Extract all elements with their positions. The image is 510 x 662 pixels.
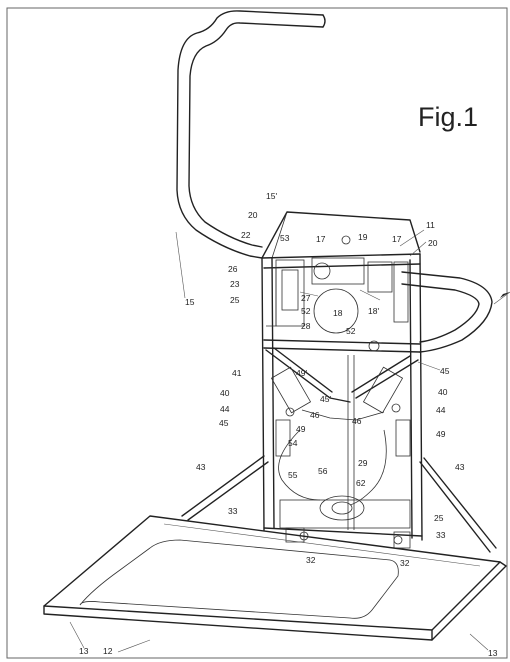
label-26: 26 [228, 264, 238, 274]
label-15: 15 [185, 297, 195, 307]
label-49-right: 49 [436, 429, 446, 439]
support-struts [181, 455, 497, 553]
label-49-prime: 49' [296, 368, 307, 378]
label-18: 18 [333, 308, 343, 318]
label-22: 22 [241, 230, 251, 240]
label-49-mid: 49 [296, 424, 306, 434]
linkage [265, 347, 419, 457]
label-52-top: 52 [301, 306, 311, 316]
label-27: 27 [301, 293, 311, 303]
label-25-top: 25 [230, 295, 240, 305]
label-12: 12 [103, 646, 113, 656]
label-45-right: 45 [440, 366, 450, 376]
label-32-left: 32 [306, 555, 316, 565]
label-17-left: 17 [316, 234, 326, 244]
label-53: 53 [280, 233, 290, 243]
label-45-left: 45 [219, 418, 229, 428]
label-32-right: 32 [400, 558, 410, 568]
label-44-right: 44 [436, 405, 446, 415]
label-54: 54 [288, 438, 298, 448]
upper-mechanism [266, 235, 409, 352]
label-41: 41 [232, 368, 242, 378]
label-19: 19 [358, 232, 368, 242]
platform [43, 515, 507, 641]
label-45-prime: 45' [320, 394, 331, 404]
label-11: 11 [426, 220, 435, 230]
direction-arrow [500, 292, 510, 298]
label-13-right: 13 [488, 648, 498, 658]
label-17-right: 17 [392, 234, 402, 244]
main-frame [261, 253, 423, 541]
label-40-left: 40 [220, 388, 230, 398]
leader-lines [69, 229, 510, 653]
label-20-left: 20 [248, 210, 258, 220]
label-18-prime: 18' [368, 306, 379, 316]
label-46-right: 46 [352, 416, 362, 426]
handle-bar [176, 10, 326, 259]
label-20-right: 20 [428, 238, 438, 248]
label-56: 56 [318, 466, 328, 476]
label-29: 29 [358, 458, 368, 468]
label-43-left: 43 [196, 462, 206, 472]
label-44-left: 44 [220, 404, 230, 414]
handle-loop-right [401, 271, 493, 353]
cable [278, 429, 387, 506]
label-52-mid: 52 [346, 326, 356, 336]
label-46-mid: 46 [310, 410, 320, 420]
label-55: 55 [288, 470, 298, 480]
label-23: 23 [230, 279, 240, 289]
label-43-right: 43 [455, 462, 465, 472]
label-13-left: 13 [79, 646, 89, 656]
figure-frame [6, 7, 508, 659]
label-33-right: 33 [436, 530, 446, 540]
label-62: 62 [356, 478, 366, 488]
label-33-left: 33 [228, 506, 238, 516]
lower-drive [279, 495, 411, 549]
label-28: 28 [301, 321, 311, 331]
label-25-bottom: 25 [434, 513, 444, 523]
label-40-right: 40 [438, 387, 448, 397]
reference-labels: 15' 20 22 53 17 19 17 11 20 26 23 25 15 … [79, 191, 498, 658]
label-15-prime: 15' [266, 191, 277, 201]
figure-title: Fig.1 [418, 102, 478, 132]
